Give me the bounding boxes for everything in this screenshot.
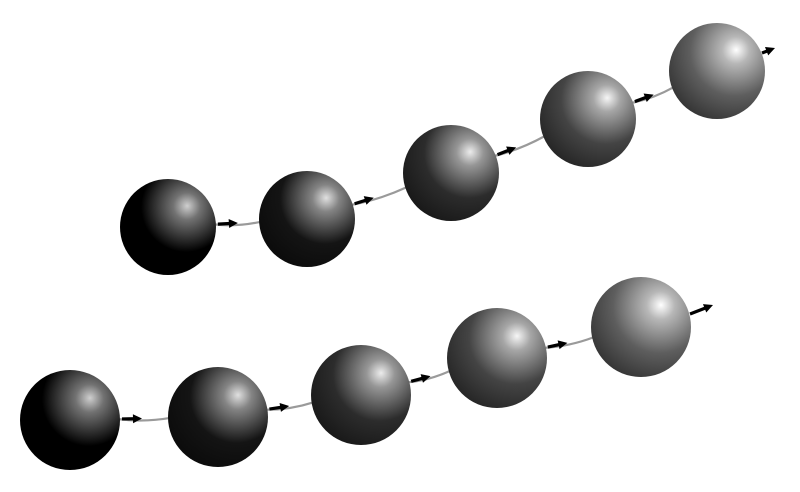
- arrow-head: [228, 219, 238, 228]
- upper-sphere-chain: [120, 23, 775, 275]
- arrow-head: [363, 196, 374, 205]
- sphere: [311, 345, 411, 445]
- sphere: [120, 179, 216, 275]
- sphere: [591, 277, 691, 377]
- arrow-head: [702, 304, 713, 313]
- arrow-head: [557, 340, 568, 350]
- sphere: [447, 308, 547, 408]
- sphere: [259, 171, 355, 267]
- lower-sphere-chain: [20, 277, 713, 470]
- sphere: [168, 367, 268, 467]
- arrow-head: [506, 146, 517, 155]
- arrow-head: [643, 93, 654, 102]
- sphere: [20, 370, 120, 470]
- connector-line: [630, 86, 675, 105]
- connector-line: [407, 369, 452, 384]
- arrow-head: [279, 402, 290, 412]
- arrow-head: [420, 374, 431, 383]
- sphere: [540, 71, 636, 167]
- sphere: [669, 23, 765, 119]
- sphere: [403, 125, 499, 221]
- connector-line: [265, 401, 314, 411]
- connector-line: [213, 220, 262, 227]
- arrow-head: [132, 414, 142, 424]
- arrow-head: [764, 47, 775, 56]
